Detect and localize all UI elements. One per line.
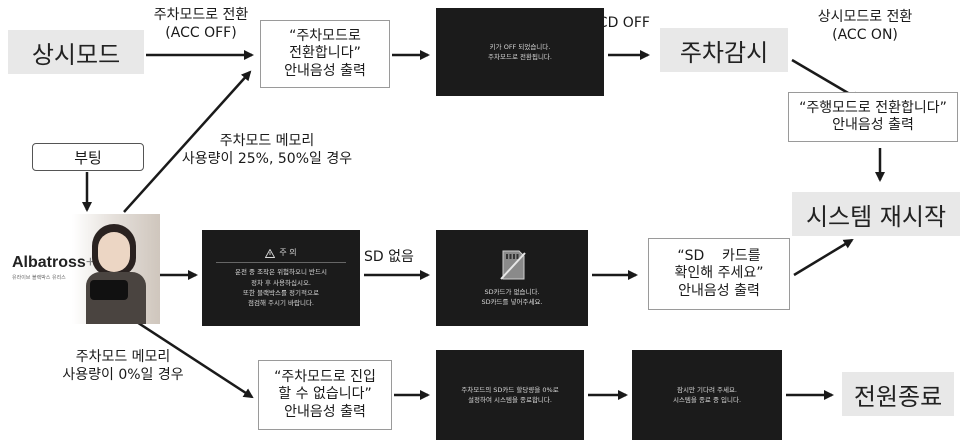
key-off-screen: 키가 OFF 되었습니다. 주차모드로 전환됩니다. [436, 8, 604, 96]
arrow-brand-to-voice [123, 70, 252, 213]
brand-name: Albatross+ [12, 254, 96, 271]
power-off-label: 전원종료 [842, 372, 954, 416]
memory-0-caption: 주차모드 메모리 사용량이 0%일 경우 [62, 349, 184, 384]
caution-divider [216, 262, 346, 264]
arrow-brand-to-cannot [125, 313, 254, 399]
parking-watch-label: 주차감시 [660, 28, 788, 72]
lcd-off-caption: LCD OFF [590, 15, 650, 31]
always-mode-label: 상시모드 [8, 30, 144, 74]
shutting-down-screen: 잠시만 기다려 주세요. 시스템을 종료 중 입니다. [632, 350, 782, 440]
system-restart-label: 시스템 재시작 [792, 192, 960, 236]
arrow-checksd-to-restart [793, 238, 854, 277]
memory-25-50-caption: 주차모드 메모리 사용량이 25%, 50%일 경우 [181, 133, 353, 168]
voice-switch-driving-box: “주행모드로 전환합니다” 안내음성 출력 [788, 92, 958, 142]
albatross-product-image: Albatross+ 유라이브 블랙박스 유리스 [0, 214, 160, 324]
to-parking-caption: 주차모드로 전환 (ACC OFF) [153, 7, 249, 42]
voice-switch-parking-box: “주차모드로 전환합니다” 안내음성 출력 [260, 20, 390, 88]
voice-check-sd-box: “SD 카드를 확인해 주세요” 안내음성 출력 [648, 238, 790, 310]
to-always-caption: 상시모드로 전환 (ACC ON) [817, 9, 913, 44]
no-sd-screen: SD카드가 없습니다. SD카드를 넣어주세요. [436, 230, 588, 326]
booting-box: 부팅 [32, 143, 144, 171]
caution-title: 주 의 [265, 247, 297, 260]
caution-screen: 주 의 운전 중 조작은 위험하오니 반드시 정차 후 사용하십시오. 또한 블… [202, 230, 360, 326]
warning-icon [265, 249, 276, 259]
sd-card-crossed-icon [500, 250, 526, 280]
memory-zero-screen: 주차모드의 SD카드 할당량을 0%로 설정하여 시스템을 종료합니다. [436, 350, 584, 440]
sd-none-caption: SD 없음 [364, 249, 414, 265]
brand-subtitle: 유라이브 블랙박스 유리스 [12, 275, 66, 281]
dashcam-device [90, 280, 128, 300]
person-face [98, 232, 130, 272]
voice-cannot-enter-box: “주차모드로 진입 할 수 없습니다” 안내음성 출력 [258, 360, 392, 430]
